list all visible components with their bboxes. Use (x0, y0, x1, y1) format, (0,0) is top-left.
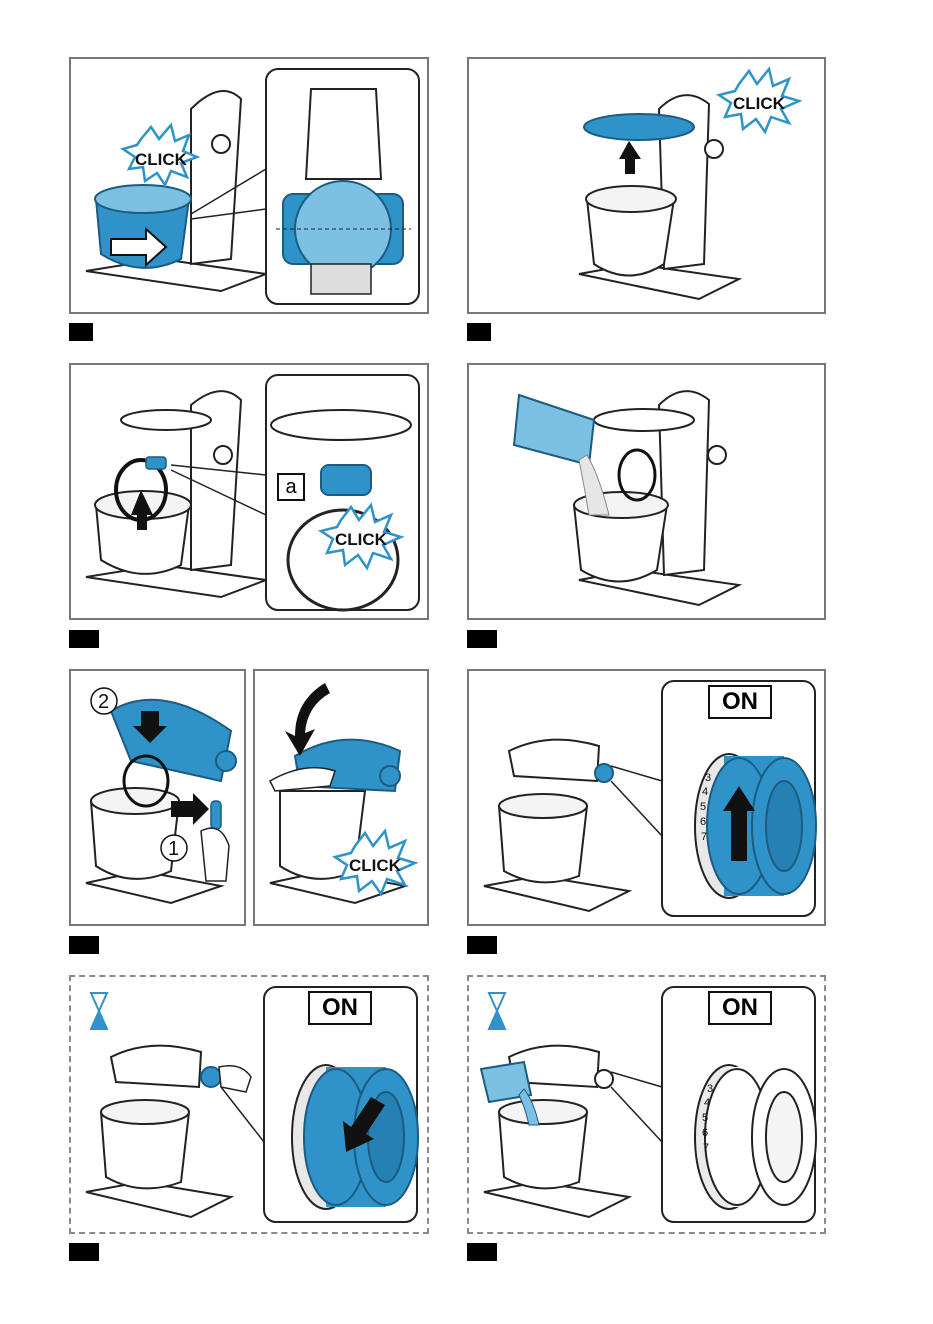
illustration-bowl-attach: CLICK (71, 59, 431, 316)
click-label: CLICK (135, 150, 188, 169)
mixer-base-front (311, 264, 371, 294)
illustration-add-ingredients (469, 365, 828, 622)
step-number-box-6 (467, 936, 497, 954)
whisk-coupling-detail (321, 465, 371, 495)
step-circle-2-label: 2 (98, 691, 109, 713)
mixer-base (86, 259, 266, 291)
hand-icon (201, 828, 229, 881)
rotary-knob-icon (595, 1070, 613, 1088)
step-panel-7: ON (69, 975, 429, 1234)
step-panel-1: CLICK (69, 57, 429, 314)
dial-number: 7 (701, 831, 707, 843)
mixer-head (111, 1046, 201, 1087)
callout-line (611, 1087, 662, 1142)
step-panel-3: CLICK a (69, 363, 429, 620)
dial-recess (766, 781, 802, 871)
dial-number: 5 (700, 801, 706, 813)
click-label: CLICK (335, 530, 388, 549)
step-panel-2: CLICK (467, 57, 826, 314)
illustration-splash-guard: CLICK (469, 59, 828, 316)
whisk-coupling (146, 457, 166, 469)
step-panel-6: 3 4 5 6 7 ON (467, 669, 826, 926)
bowl-rim (95, 185, 191, 213)
splash-guard-icon (584, 114, 694, 140)
dial-number: 6 (702, 1127, 708, 1139)
on-label: ON (308, 991, 372, 1025)
callout-line (221, 1087, 264, 1142)
callout-a-label: a (277, 473, 305, 501)
illustration-whisk-attach: CLICK (71, 365, 431, 622)
mixer-knob (216, 751, 236, 771)
rotary-knob-icon (201, 1067, 221, 1087)
hourglass-icon (489, 993, 505, 1029)
step-number-box-2 (467, 323, 491, 341)
step-number-box-7 (69, 1243, 99, 1261)
splash-guard-detail (271, 410, 411, 440)
illustration-pulse-dial (71, 977, 431, 1236)
bowl-rim (499, 1100, 587, 1124)
mixer-knob (212, 135, 230, 153)
dial-number: 3 (707, 1083, 713, 1095)
mixer-body (191, 91, 241, 264)
mixer-knob (214, 446, 232, 464)
bowl-rim (586, 186, 676, 212)
arrow-up-icon (619, 141, 641, 174)
splash-guard (121, 410, 211, 430)
mixer-head-front (306, 89, 381, 179)
mixer-knob (380, 766, 400, 786)
step-panel-5b: CLICK (253, 669, 429, 926)
bowl-rim (499, 794, 587, 818)
step-circle-1-label: 1 (168, 838, 179, 860)
step-number-box-1 (69, 323, 93, 341)
dial-number: 4 (704, 1097, 710, 1109)
step-panel-4 (467, 363, 826, 620)
illustration-turn-dial: 3 4 5 6 7 (469, 671, 828, 928)
callout-line (611, 766, 662, 781)
callout-line (611, 781, 662, 836)
hand-icon (219, 1066, 251, 1092)
measuring-cup-icon (514, 395, 594, 465)
step-number-box-8 (467, 1243, 497, 1261)
dial-recess (766, 1092, 802, 1182)
mixer-base (86, 565, 266, 597)
step-number-box-4 (467, 630, 497, 648)
callout-line (611, 1072, 662, 1087)
dial-number: 5 (702, 1112, 708, 1124)
step-number-box-5 (69, 936, 99, 954)
illustration-lower-arm: 2 1 (71, 671, 248, 928)
hourglass-icon (91, 993, 107, 1029)
on-label: ON (708, 991, 772, 1025)
dial-number: 3 (705, 772, 711, 784)
mixer-knob (705, 140, 723, 158)
dial-number: 6 (700, 816, 706, 828)
step-panel-5a: 2 1 (69, 669, 246, 926)
mixer-arm-icon (111, 700, 231, 781)
rotary-knob-icon (595, 764, 613, 782)
illustration-press-arm: CLICK (255, 671, 431, 928)
mixer-knob (708, 446, 726, 464)
dial-number: 7 (703, 1142, 709, 1154)
click-label: CLICK (733, 94, 786, 113)
step-panel-8: 3 4 5 6 7 ON (467, 975, 826, 1234)
illustration-add-while-running: 3 4 5 6 7 (469, 977, 828, 1236)
on-label: ON (708, 685, 772, 719)
bowl-rim (101, 1100, 189, 1124)
splash-guard (594, 409, 694, 431)
release-lever (211, 801, 221, 829)
dial-number: 4 (702, 786, 708, 798)
step-number-box-3 (69, 630, 99, 648)
click-label: CLICK (349, 856, 402, 875)
mixer-head (509, 740, 599, 781)
